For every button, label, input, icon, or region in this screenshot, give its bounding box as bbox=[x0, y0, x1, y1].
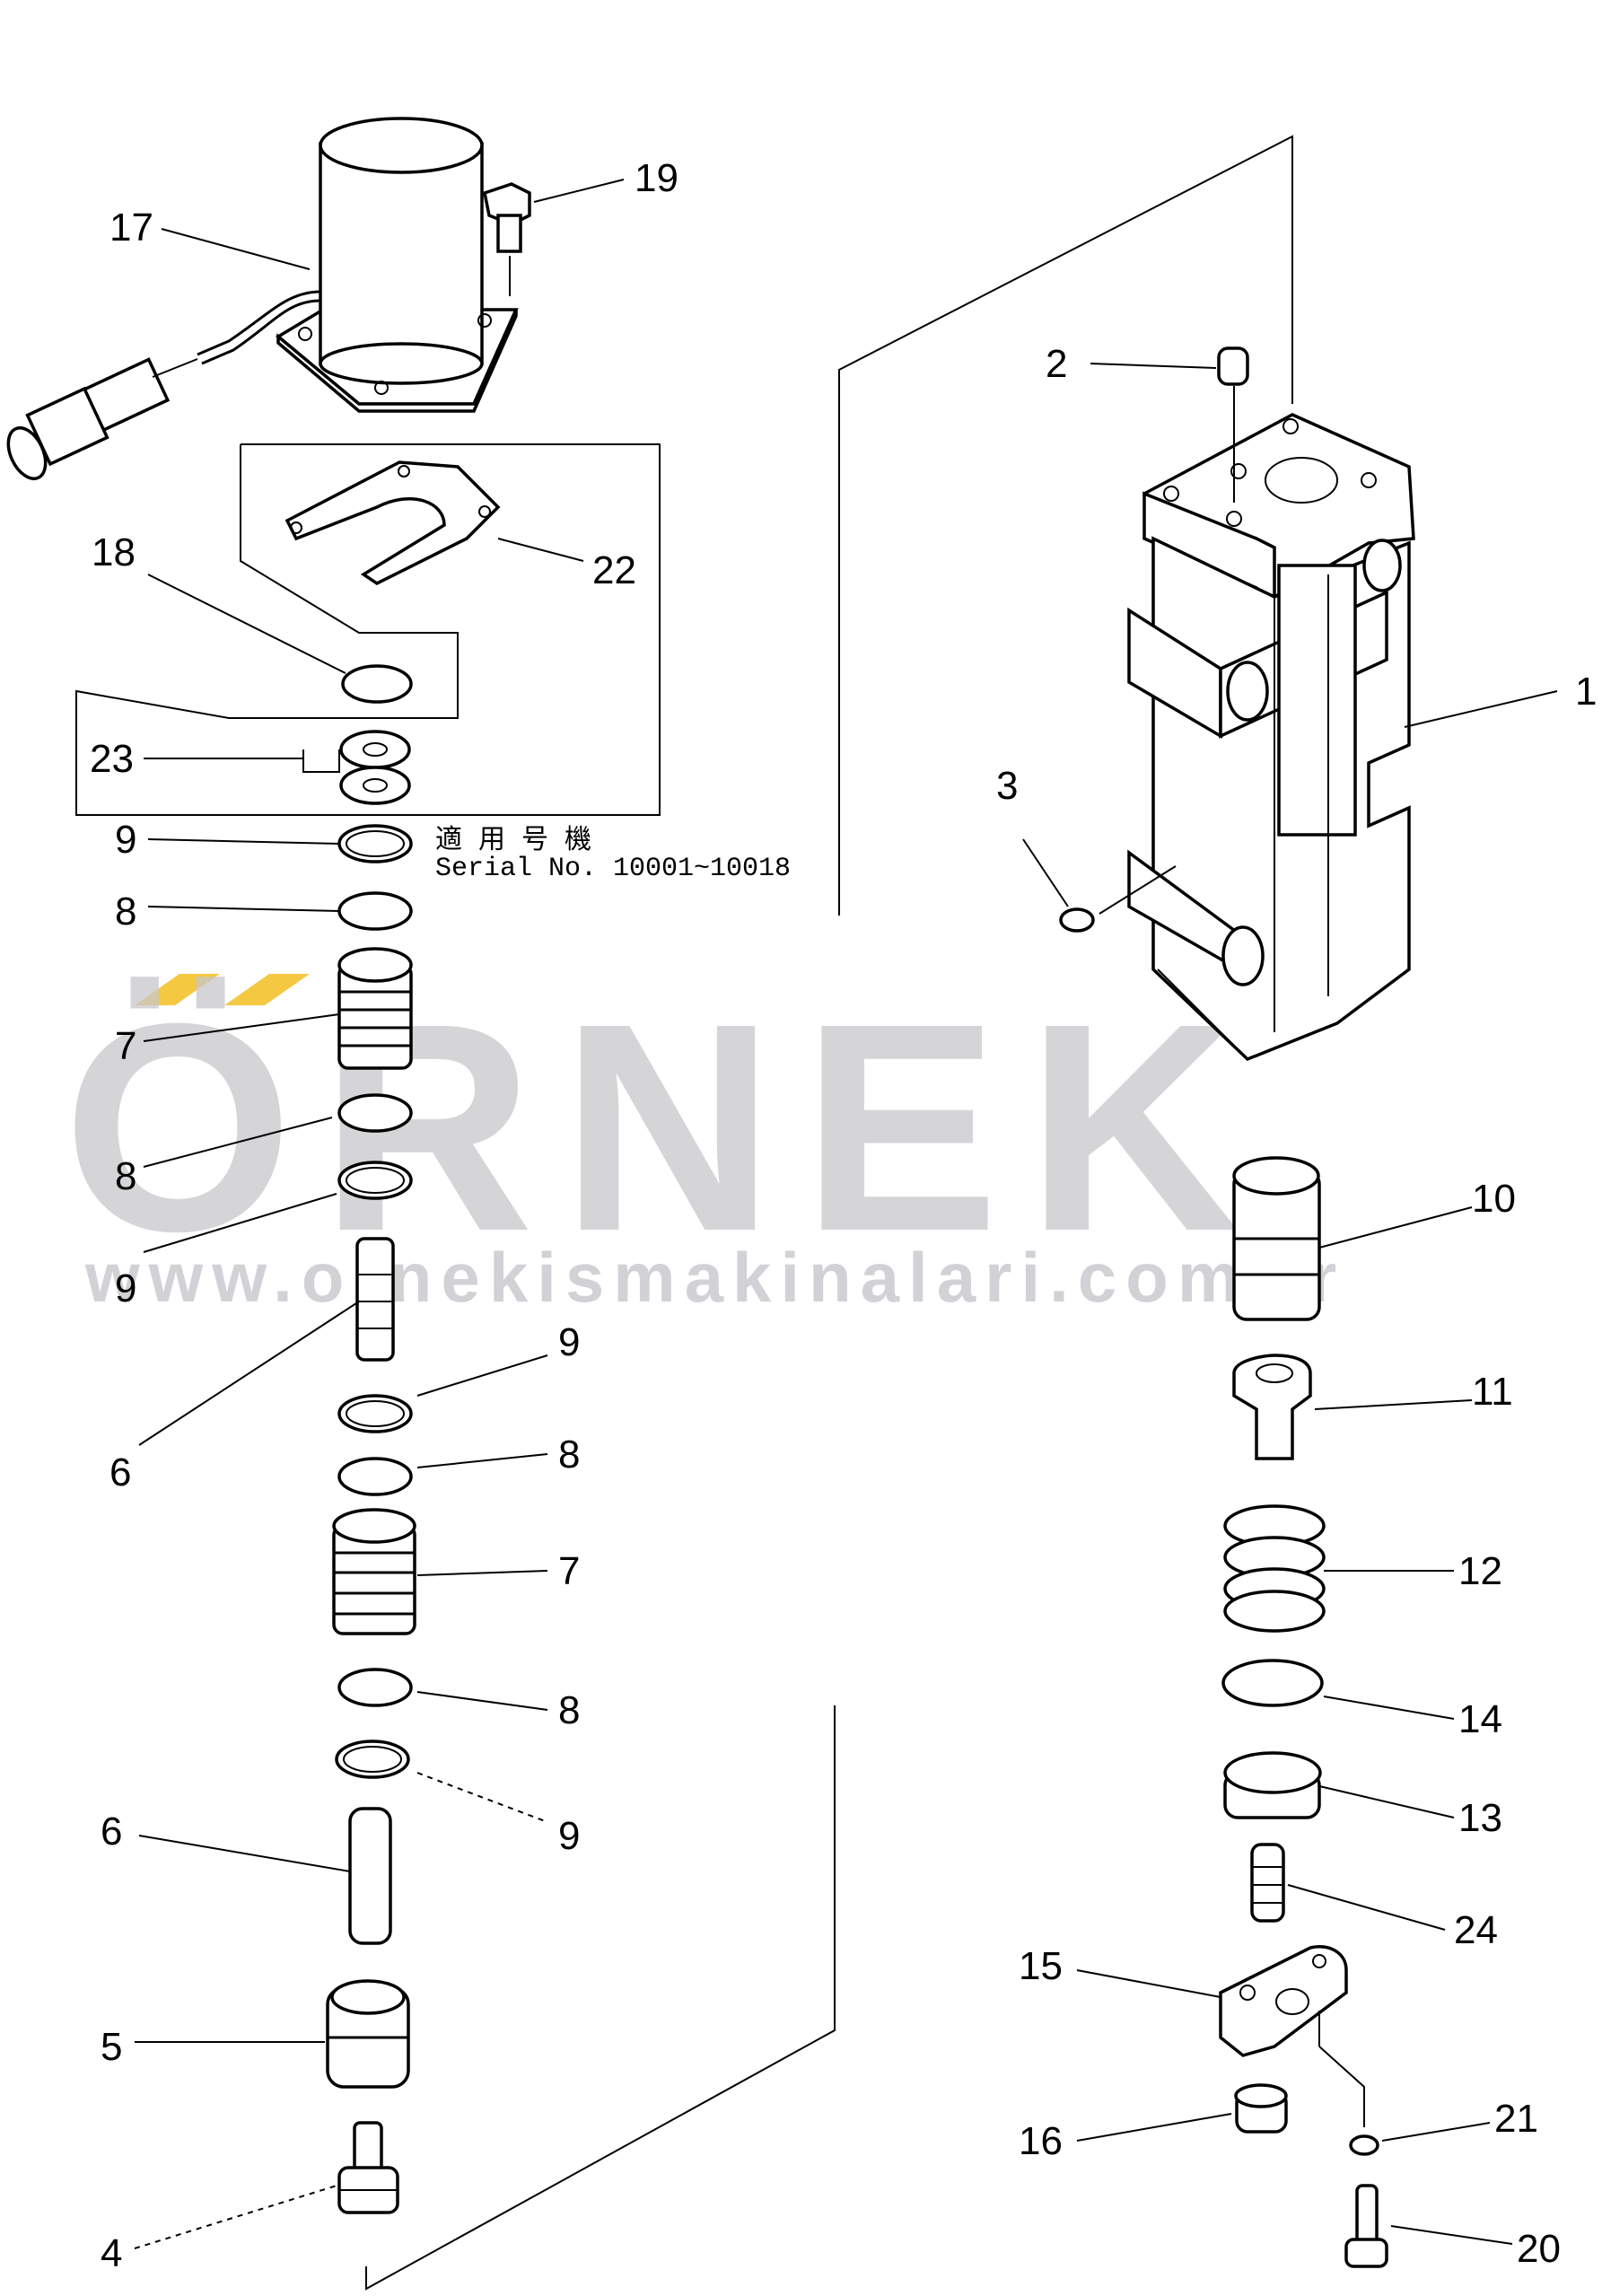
label-20: 20 bbox=[1517, 2227, 1561, 2271]
valve-part-4 bbox=[337, 2121, 399, 2214]
serial-note: 適 用 号 機 Serial No. 10001~10018 bbox=[435, 825, 791, 884]
pin-6b bbox=[348, 1807, 392, 1945]
label-6b: 6 bbox=[101, 1810, 122, 1853]
label-21: 21 bbox=[1494, 2097, 1538, 2141]
label-19: 19 bbox=[635, 156, 678, 200]
oring-8b bbox=[337, 1093, 413, 1133]
label-23: 23 bbox=[90, 737, 134, 781]
bolt-part-19 bbox=[482, 182, 531, 296]
label-7b: 7 bbox=[558, 1549, 580, 1593]
label-7a: 7 bbox=[115, 1024, 136, 1068]
part-labels: 17 19 2 1 3 22 18 23 9 8 7 8 9 9 6 8 7 8… bbox=[90, 156, 1597, 2275]
spool-part-10 bbox=[1232, 1156, 1321, 1321]
note-serial: Serial No. 10001~10018 bbox=[435, 854, 791, 884]
left-stack bbox=[326, 824, 416, 2214]
spring-part-24 bbox=[1250, 1843, 1285, 1923]
label-13: 13 bbox=[1458, 1796, 1502, 1840]
label-14: 14 bbox=[1458, 1697, 1502, 1741]
label-9b: 9 bbox=[115, 1266, 136, 1310]
label-3: 3 bbox=[996, 764, 1018, 808]
valve-body-part-1 bbox=[1127, 413, 1415, 1062]
plug-part-16 bbox=[1234, 2083, 1288, 2134]
label-17: 17 bbox=[109, 206, 153, 250]
oring-part-18 bbox=[341, 664, 413, 704]
label-8a: 8 bbox=[115, 889, 136, 933]
oring-8c bbox=[337, 1457, 413, 1496]
plug-part-3 bbox=[1059, 865, 1177, 933]
label-8c: 8 bbox=[558, 1433, 580, 1477]
label-24: 24 bbox=[1454, 1908, 1498, 1952]
spring-7a bbox=[337, 947, 413, 1070]
oring-8d bbox=[337, 1668, 413, 1707]
note-applicability: 適 用 号 機 bbox=[435, 825, 591, 857]
label-2: 2 bbox=[1046, 342, 1067, 386]
label-10: 10 bbox=[1472, 1177, 1516, 1221]
cap-part-13 bbox=[1223, 1751, 1322, 1819]
oring-8a bbox=[337, 891, 413, 931]
label-1: 1 bbox=[1575, 670, 1597, 714]
label-8b: 8 bbox=[115, 1154, 136, 1198]
label-9c: 9 bbox=[558, 1320, 580, 1364]
assembly-frame bbox=[365, 135, 1293, 2291]
watermark-dot-left bbox=[135, 974, 220, 1005]
plug-part-5 bbox=[326, 1979, 410, 2089]
label-16: 16 bbox=[1019, 2119, 1063, 2163]
gasket-part-22 bbox=[285, 460, 501, 586]
washer-part-21 bbox=[1349, 2134, 1379, 2156]
spring-7b bbox=[332, 1508, 416, 1635]
watermark-url: www.ornekismakinalari.com.tr bbox=[84, 1238, 1345, 1317]
plate-part-15 bbox=[1219, 1945, 1365, 2127]
label-9d: 9 bbox=[558, 1814, 580, 1858]
label-12: 12 bbox=[1458, 1549, 1502, 1593]
label-11: 11 bbox=[1472, 1370, 1513, 1414]
watermark-dot-right bbox=[224, 974, 310, 1005]
right-stack bbox=[1219, 1156, 1388, 2268]
serial-frame bbox=[75, 443, 661, 816]
label-8d: 8 bbox=[558, 1688, 580, 1732]
label-5: 5 bbox=[101, 2025, 122, 2069]
bolt-part-20 bbox=[1344, 2184, 1388, 2268]
label-15: 15 bbox=[1019, 1944, 1063, 1988]
oring-part-14 bbox=[1221, 1659, 1324, 1707]
label-22: 22 bbox=[592, 548, 636, 592]
spring-part-12 bbox=[1223, 1504, 1326, 1633]
pin-6a bbox=[355, 1237, 395, 1362]
watermark-brand: ÖRNEK bbox=[63, 961, 1267, 1293]
leader-lines bbox=[134, 179, 1558, 2249]
plug-part-2 bbox=[1217, 346, 1249, 503]
solenoid-part-17 bbox=[6, 117, 519, 480]
label-4: 4 bbox=[101, 2231, 122, 2275]
washer-part-23 bbox=[339, 730, 411, 805]
label-6a: 6 bbox=[109, 1450, 131, 1494]
label-18: 18 bbox=[92, 530, 136, 574]
retainer-part-11 bbox=[1232, 1354, 1312, 1460]
watermark: ÖRNEK www.ornekismakinalari.com.tr bbox=[63, 961, 1345, 1317]
label-9a: 9 bbox=[115, 818, 136, 862]
